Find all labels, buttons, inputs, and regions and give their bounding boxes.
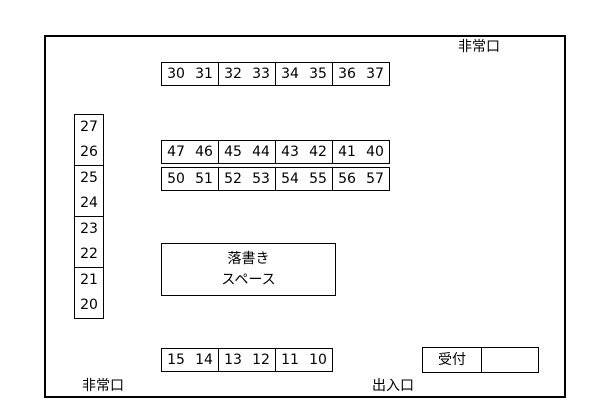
booth-cell: 54 <box>281 171 299 187</box>
booth-cell: 40 <box>366 144 384 160</box>
booth-row-bottom: 15 14 13 12 11 10 <box>161 348 333 372</box>
booth-cell: 50 <box>167 171 185 187</box>
booth-pair: 43 42 <box>275 140 333 164</box>
booth-pair: 15 14 <box>161 348 219 372</box>
booth-pair: 41 40 <box>332 140 390 164</box>
booth-cell: 46 <box>195 144 213 160</box>
booth-cell: 53 <box>252 171 270 187</box>
booth-cell: 10 <box>309 352 327 368</box>
booth-pair: 21 20 <box>74 267 104 319</box>
booth-row-middle-1: 47 46 45 44 43 42 41 40 <box>161 140 390 164</box>
booth-cell: 11 <box>281 352 299 368</box>
booth-cell: 15 <box>167 352 185 368</box>
booth-cell: 34 <box>281 66 299 82</box>
emergency-exit-bottom-label: 非常口 <box>82 378 124 394</box>
booth-cell: 13 <box>224 352 242 368</box>
booth-pair: 45 44 <box>218 140 276 164</box>
reception-label: 受付 <box>423 348 482 372</box>
floor-plan-room <box>44 35 566 398</box>
booth-cell: 57 <box>366 171 384 187</box>
booth-cell: 55 <box>309 171 327 187</box>
booth-cell: 22 <box>80 246 98 262</box>
booth-cell: 12 <box>252 352 270 368</box>
booth-cell: 14 <box>195 352 213 368</box>
booth-cell: 27 <box>80 119 98 135</box>
booth-pair: 34 35 <box>275 62 333 86</box>
booth-cell: 52 <box>224 171 242 187</box>
booth-cell: 30 <box>167 66 185 82</box>
booth-pair: 13 12 <box>218 348 276 372</box>
booth-pair: 50 51 <box>161 167 219 191</box>
booth-cell: 24 <box>80 195 98 211</box>
booth-pair: 23 22 <box>74 216 104 268</box>
booth-cell: 56 <box>338 171 356 187</box>
booth-cell: 21 <box>80 272 98 288</box>
booth-pair: 52 53 <box>218 167 276 191</box>
booth-cell: 32 <box>224 66 242 82</box>
booth-cell: 25 <box>80 170 98 186</box>
booth-pair: 56 57 <box>332 167 390 191</box>
booth-cell: 36 <box>338 66 356 82</box>
booth-cell: 26 <box>80 144 98 160</box>
booth-cell: 37 <box>366 66 384 82</box>
booth-cell: 35 <box>309 66 327 82</box>
booth-cell: 47 <box>167 144 185 160</box>
graffiti-space: 落書き スペース <box>161 243 336 296</box>
booth-pair: 30 31 <box>161 62 219 86</box>
graffiti-space-line1: 落書き <box>227 250 270 267</box>
booth-cell: 45 <box>224 144 242 160</box>
reception-blank <box>482 348 538 372</box>
booth-pair: 11 10 <box>275 348 333 372</box>
booth-row-top: 30 31 32 33 34 35 36 37 <box>161 62 390 86</box>
booth-cell: 51 <box>195 171 213 187</box>
booth-cell: 44 <box>252 144 270 160</box>
emergency-exit-top-label: 非常口 <box>458 39 500 55</box>
booth-cell: 31 <box>195 66 213 82</box>
booth-pair: 32 33 <box>218 62 276 86</box>
booth-pair: 54 55 <box>275 167 333 191</box>
booth-cell: 43 <box>281 144 299 160</box>
booth-pair: 47 46 <box>161 140 219 164</box>
graffiti-space-line2: スペース <box>221 271 276 288</box>
entrance-label: 出入口 <box>372 378 414 394</box>
booth-cell: 23 <box>80 221 98 237</box>
booth-cell: 33 <box>252 66 270 82</box>
reception-desk: 受付 <box>422 347 539 373</box>
booth-pair: 25 24 <box>74 165 104 217</box>
booth-pair: 36 37 <box>332 62 390 86</box>
booth-cell: 41 <box>338 144 356 160</box>
booth-pair: 27 26 <box>74 114 104 166</box>
booth-cell: 20 <box>80 297 98 313</box>
booth-row-middle-2: 50 51 52 53 54 55 56 57 <box>161 167 390 191</box>
booth-column-left: 27 26 25 24 23 22 21 20 <box>74 114 104 319</box>
booth-cell: 42 <box>309 144 327 160</box>
